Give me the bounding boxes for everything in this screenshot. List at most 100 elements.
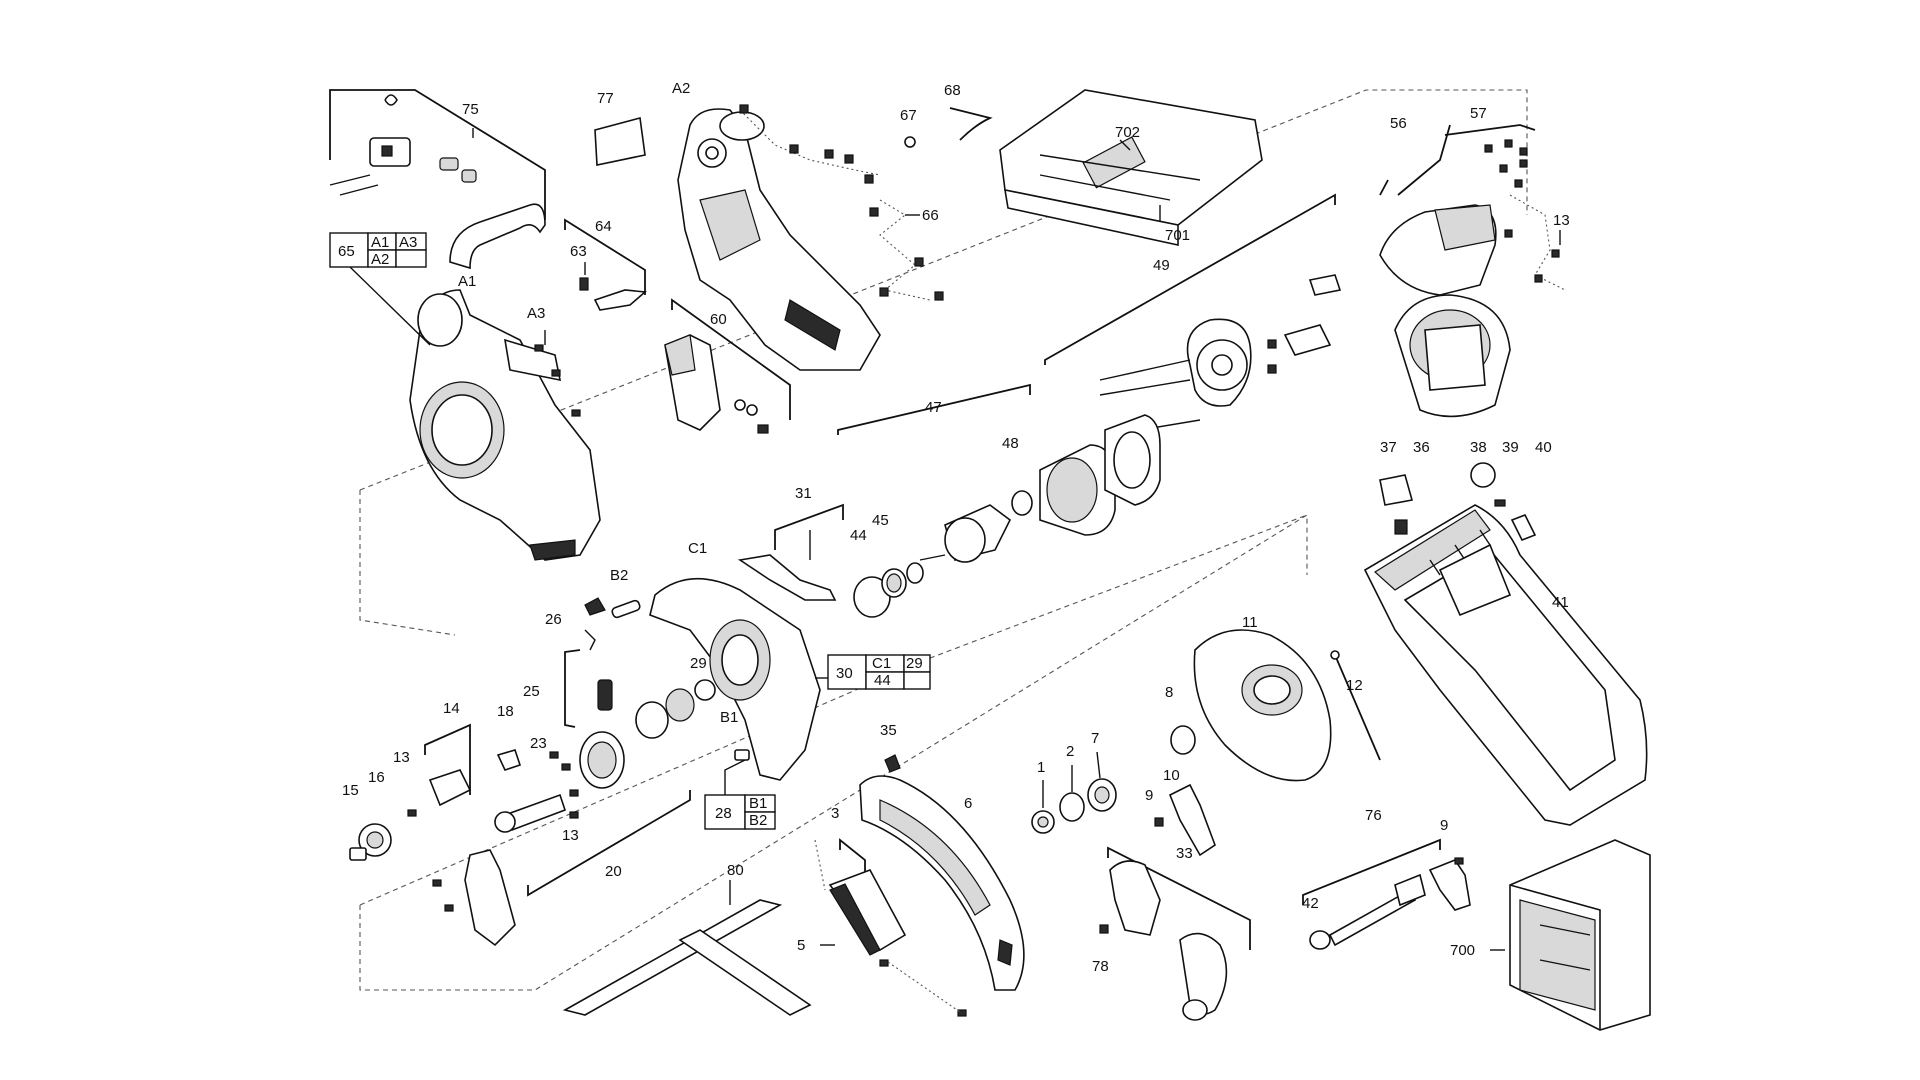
part-36-37-knob xyxy=(1379,474,1414,535)
part-13-screws-lower xyxy=(432,849,516,947)
label-part-20: 20 xyxy=(605,863,622,880)
label-part-13-upper: 13 xyxy=(1553,212,1570,229)
label-part-66: 66 xyxy=(922,207,939,224)
part-60-switch xyxy=(664,298,791,434)
label-part-44: 44 xyxy=(850,527,867,544)
dashed-group-outline-middle xyxy=(359,514,1308,991)
part-20-spindle-group xyxy=(494,688,695,897)
label-part-9-right: 9 xyxy=(1440,817,1448,834)
dashed-group-outline-left xyxy=(359,490,456,636)
label-part-9-left: 9 xyxy=(1145,787,1153,804)
ref-box-65-cell-2: A3 xyxy=(399,234,417,251)
label-part-45: 45 xyxy=(872,512,889,529)
label-part-41: 41 xyxy=(1552,594,1569,611)
reference-box-28 xyxy=(704,759,776,830)
part-3-5-riving-knife xyxy=(814,838,967,1017)
part-75-group xyxy=(329,89,546,270)
label-part-13-mid: 13 xyxy=(393,749,410,766)
label-part-16: 16 xyxy=(368,769,385,786)
label-part-47: 47 xyxy=(925,399,942,416)
label-part-7: 7 xyxy=(1091,730,1099,747)
part-15-16-washer xyxy=(349,823,392,861)
part-number-labels: 75 77 A2 67 68 702 701 66 56 57 13 64 63… xyxy=(342,80,1570,975)
label-part-56: 56 xyxy=(1390,115,1407,132)
label-part-49: 49 xyxy=(1153,257,1170,274)
label-part-2: 2 xyxy=(1066,743,1074,760)
ref-box-65-cell-3: A2 xyxy=(371,251,389,268)
label-part-80: 80 xyxy=(727,862,744,879)
part-13-screws-upper xyxy=(1504,194,1566,291)
label-part-37: 37 xyxy=(1380,439,1397,456)
label-part-13-lower: 13 xyxy=(562,827,579,844)
part-29-bushing xyxy=(694,679,716,701)
reference-box-30 xyxy=(815,654,931,690)
label-part-38: 38 xyxy=(1470,439,1487,456)
label-part-1: 1 xyxy=(1037,759,1045,776)
part-35-clip xyxy=(884,754,901,773)
label-part-33: 33 xyxy=(1176,845,1193,862)
ref-box-30-cell-3: 44 xyxy=(874,672,891,689)
label-part-B2: B2 xyxy=(610,567,628,584)
part-68-hex-key xyxy=(904,107,993,148)
label-part-29: 29 xyxy=(690,655,707,672)
part-6-guard xyxy=(859,775,1025,991)
part-12-shaft xyxy=(1330,650,1381,761)
label-part-68: 68 xyxy=(944,82,961,99)
reference-box-labels: 65 A1 A3 A2 30 C1 29 44 28 B1 B2 xyxy=(338,234,923,829)
part-78-screw xyxy=(1099,924,1109,934)
label-part-5: 5 xyxy=(797,937,805,954)
part-B1-screw xyxy=(734,749,750,761)
label-part-701: 701 xyxy=(1165,227,1190,244)
label-part-8: 8 xyxy=(1165,684,1173,701)
label-part-60: 60 xyxy=(710,311,727,328)
label-part-18: 18 xyxy=(497,703,514,720)
label-part-25: 25 xyxy=(523,683,540,700)
label-part-11: 11 xyxy=(1242,614,1258,631)
label-part-67: 67 xyxy=(900,107,917,124)
label-part-C1: C1 xyxy=(688,540,707,557)
part-44-45-bearings xyxy=(853,562,924,618)
part-26-latch xyxy=(584,597,606,616)
label-part-3: 3 xyxy=(831,805,839,822)
label-part-57: 57 xyxy=(1470,105,1487,122)
label-part-42: 42 xyxy=(1302,895,1319,912)
part-25-spring-group xyxy=(564,629,613,728)
label-part-700: 700 xyxy=(1450,942,1475,959)
part-64-lock-assembly xyxy=(564,218,647,311)
label-part-A1: A1 xyxy=(458,273,476,290)
label-part-A3: A3 xyxy=(527,305,545,322)
label-part-40: 40 xyxy=(1535,439,1552,456)
label-part-76: 76 xyxy=(1365,807,1382,824)
part-77-label-sticker xyxy=(594,116,646,166)
label-part-31: 31 xyxy=(795,485,812,502)
reference-box-65 xyxy=(329,232,431,346)
part-9-10-lever xyxy=(1154,783,1216,857)
label-part-63: 63 xyxy=(570,243,587,260)
part-57-screws xyxy=(1444,124,1536,188)
label-part-B1: B1 xyxy=(720,709,738,726)
part-11-lower-guard xyxy=(1193,629,1332,782)
part-A3-screws xyxy=(534,330,581,417)
ref-box-28-left: 28 xyxy=(715,805,732,822)
label-part-10: 10 xyxy=(1163,767,1180,784)
part-701-carry-case xyxy=(999,89,1263,246)
part-31-bracket xyxy=(737,503,844,601)
part-76-depth-rod xyxy=(1302,838,1471,950)
part-80-parallel-guide xyxy=(562,880,812,1016)
label-part-6: 6 xyxy=(964,795,972,812)
part-C1-blade-guard xyxy=(649,577,821,781)
part-18-clip xyxy=(496,749,522,771)
ref-box-65-cell-1: A1 xyxy=(371,234,389,251)
label-part-14: 14 xyxy=(443,700,460,717)
part-B2-pin xyxy=(611,599,641,619)
part-49-stator-assembly xyxy=(1044,193,1342,431)
label-part-78: 78 xyxy=(1092,958,1109,975)
part-56-motor-cover xyxy=(1379,124,1511,418)
label-part-A2: A2 xyxy=(672,80,690,97)
ref-box-30-cell-2: 29 xyxy=(906,655,923,672)
part-66-screws xyxy=(739,104,944,301)
part-700-carry-case xyxy=(1490,839,1651,1031)
label-part-35: 35 xyxy=(880,722,897,739)
